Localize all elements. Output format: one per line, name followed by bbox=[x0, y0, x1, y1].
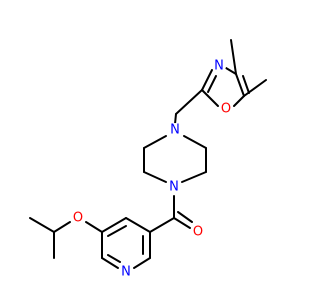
atom-labels: N O N N O O N bbox=[71, 59, 233, 280]
bond-layer bbox=[29, 39, 267, 269]
bond-co-double-1 bbox=[173, 217, 191, 229]
oxazole-oxygen-label: O bbox=[221, 102, 231, 117]
bond-co-aryl bbox=[149, 217, 175, 233]
bond-co-double-2 bbox=[177, 211, 193, 223]
ether-oxygen-label: O bbox=[73, 211, 83, 226]
bond-c4-methyl bbox=[230, 39, 237, 75]
bond-pip-6 bbox=[143, 135, 167, 149]
bond-ch2-n bbox=[174, 113, 177, 125]
bond-o1-c2 bbox=[201, 89, 219, 107]
bond-n3-c4 bbox=[225, 67, 237, 75]
bond-ether-ch bbox=[53, 221, 71, 233]
carbonyl-oxygen-label: O bbox=[193, 225, 203, 240]
bond-py-5 bbox=[133, 257, 151, 269]
bond-c4-c5-double bbox=[242, 75, 250, 94]
bond-py-1 bbox=[125, 217, 151, 233]
bond-c2-n3-double bbox=[207, 75, 217, 93]
piperazine-nitrogen-top-label: N bbox=[170, 123, 180, 138]
bond-py-4-double bbox=[107, 254, 121, 263]
oxazole-nitrogen-label: N bbox=[214, 59, 224, 74]
bond-py-2 bbox=[101, 217, 127, 233]
molecule-structure: N O N N O O N bbox=[29, 39, 267, 280]
bond-c5-methyl bbox=[243, 79, 267, 97]
pyridine-nitrogen-label: N bbox=[121, 265, 131, 280]
bond-py-4 bbox=[101, 257, 119, 269]
bond-pip-3 bbox=[181, 171, 207, 183]
bond-pip-4 bbox=[143, 171, 167, 183]
bond-pip-1 bbox=[183, 135, 207, 149]
bond-py-ether bbox=[85, 221, 103, 233]
bond-c4-c5 bbox=[235, 73, 245, 97]
piperazine-nitrogen-bottom-label: N bbox=[169, 180, 179, 195]
bond-c2-n3 bbox=[201, 69, 213, 91]
bond-ch-me1 bbox=[29, 217, 55, 233]
bond-py-2-double bbox=[107, 225, 127, 237]
bond-c2-ch2 bbox=[175, 89, 203, 115]
bond-c5-o1 bbox=[233, 95, 245, 107]
